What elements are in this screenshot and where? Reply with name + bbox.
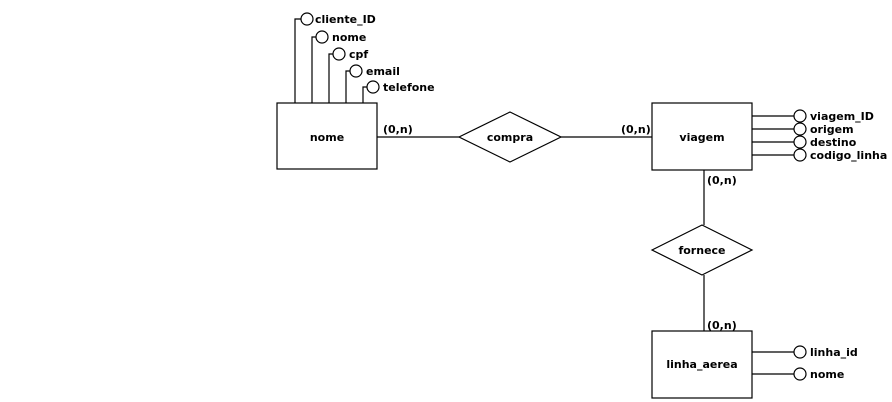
attribute-label: origem <box>810 123 854 136</box>
attribute-cliente-telefone[interactable]: telefone <box>366 80 435 94</box>
attribute-label: telefone <box>383 81 435 94</box>
attribute-label: email <box>366 65 400 78</box>
relationship-label: fornece <box>678 244 725 257</box>
entity-cliente[interactable]: nome <box>276 102 378 170</box>
entity-box <box>651 102 753 171</box>
attribute-viagem-destino[interactable]: destino <box>793 135 857 149</box>
attribute-linha-id[interactable]: linha_id <box>793 345 858 359</box>
attribute-linha-nome[interactable]: nome <box>793 367 844 381</box>
attribute-label: viagem_ID <box>810 110 874 123</box>
entity-label: linha_aerea <box>666 358 737 371</box>
entity-viagem[interactable]: viagem <box>651 102 753 171</box>
entity-linha-aerea[interactable]: linha_aerea <box>651 330 753 399</box>
attribute-circle-icon <box>332 47 346 61</box>
entity-box <box>651 330 753 399</box>
relationship-fornece[interactable]: fornece <box>650 224 754 276</box>
relationship-diamond <box>457 111 563 163</box>
attribute-cliente-id[interactable]: cliente_ID <box>300 12 376 26</box>
relationship-label: compra <box>487 131 533 144</box>
attribute-viagem-codigo-linha[interactable]: codigo_linha <box>793 148 887 162</box>
entity-label: viagem <box>679 131 724 144</box>
cardinality-compra-viagem: (0,n) <box>621 123 651 136</box>
attribute-label: cpf <box>349 48 368 61</box>
attribute-circle-icon <box>366 80 380 94</box>
attribute-circle-icon <box>793 135 807 149</box>
cardinality-fornece-linha: (0,n) <box>707 319 737 332</box>
attribute-circle-icon <box>315 30 329 44</box>
attribute-viagem-id[interactable]: viagem_ID <box>793 109 874 123</box>
connector-lines <box>377 136 705 331</box>
attribute-label: codigo_linha <box>810 149 887 162</box>
attribute-circle-icon <box>793 109 807 123</box>
attr-connector <box>294 18 301 103</box>
attribute-circle-icon <box>793 367 807 381</box>
attribute-circle-icon <box>793 345 807 359</box>
attr-connector <box>362 86 367 103</box>
cardinality-compra-cliente: (0,n) <box>383 123 413 136</box>
cliente-attributes: cliente_ID nome cpf email telefone <box>294 12 435 103</box>
attribute-circle-icon <box>349 64 363 78</box>
attribute-label: nome <box>810 368 844 381</box>
attribute-circle-icon <box>300 12 314 26</box>
attribute-cliente-cpf[interactable]: cpf <box>332 47 368 61</box>
attribute-cliente-nome[interactable]: nome <box>315 30 366 44</box>
entity-box <box>276 102 378 170</box>
linha-aerea-attributes: linha_id nome <box>752 345 858 381</box>
entity-label: nome <box>310 131 344 144</box>
attribute-label: nome <box>332 31 366 44</box>
attr-connector <box>345 70 350 103</box>
attr-connector <box>311 36 316 103</box>
relationship-diamond <box>650 224 754 276</box>
attribute-cliente-email[interactable]: email <box>349 64 400 78</box>
attribute-circle-icon <box>793 122 807 136</box>
attribute-viagem-origem[interactable]: origem <box>793 122 854 136</box>
relationship-compra[interactable]: compra <box>457 111 563 163</box>
attribute-label: destino <box>810 136 857 149</box>
attribute-circle-icon <box>793 148 807 162</box>
attr-connector <box>328 53 333 103</box>
attribute-label: cliente_ID <box>315 13 376 26</box>
viagem-attributes: viagem_ID origem destino codigo_linha <box>752 109 887 162</box>
cardinality-fornece-viagem: (0,n) <box>707 174 737 187</box>
attribute-label: linha_id <box>810 346 858 359</box>
